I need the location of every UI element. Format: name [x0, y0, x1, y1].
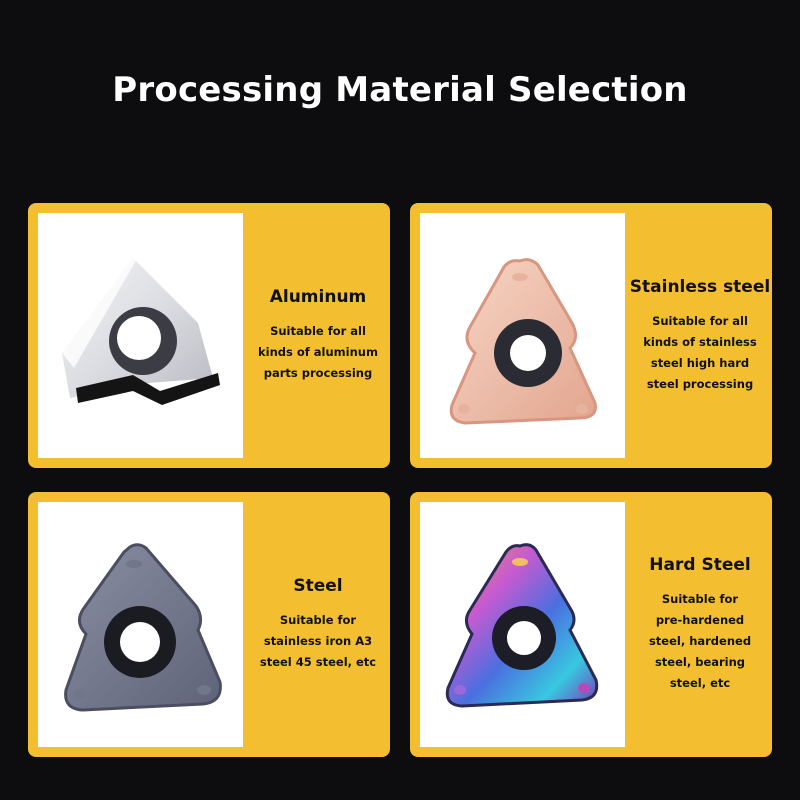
card-text: Hard Steel Suitable for pre-hardened ste…: [628, 492, 772, 757]
card-hard-steel: Hard Steel Suitable for pre-hardened ste…: [410, 492, 772, 757]
product-photo: [420, 213, 625, 458]
card-heading: Steel: [293, 576, 343, 596]
card-steel: Steel Suitable for stainless iron A3 ste…: [28, 492, 390, 757]
card-description: Suitable for stainless iron A3 steel 45 …: [259, 613, 377, 669]
card-text: Steel Suitable for stainless iron A3 ste…: [246, 492, 390, 757]
card-aluminum: Aluminum Suitable for all kinds of alumi…: [28, 203, 390, 468]
product-photo: [38, 213, 243, 458]
silver-insert-icon: [62, 257, 220, 405]
card-text: Stainless steel Suitable for all kinds o…: [628, 203, 772, 468]
card-description: Suitable for all kinds of aluminum parts…: [258, 324, 378, 380]
page-title: Processing Material Selection: [112, 70, 688, 110]
product-photo: [420, 502, 625, 747]
gray-insert-icon: [64, 543, 222, 712]
card-heading: Stainless steel: [629, 276, 771, 297]
product-photo: [38, 502, 243, 747]
card-text: Aluminum Suitable for all kinds of alumi…: [246, 203, 390, 468]
card-description: Suitable for all kinds of stainless stee…: [643, 313, 757, 391]
card-stainless-steel: Stainless steel Suitable for all kinds o…: [410, 203, 772, 468]
card-description: Suitable for pre-hardened steel, hardene…: [648, 592, 752, 690]
rainbow-insert-icon: [445, 543, 599, 708]
pink-insert-icon: [449, 258, 597, 425]
card-heading: Hard Steel: [649, 555, 751, 575]
card-heading: Aluminum: [269, 287, 367, 307]
